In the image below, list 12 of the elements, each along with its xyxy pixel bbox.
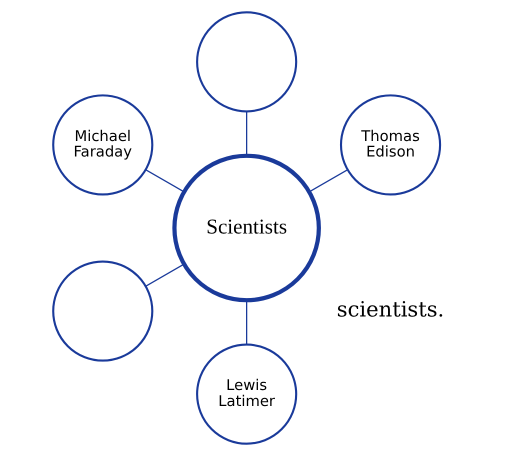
label: scientists. xyxy=(336,296,444,322)
connector xyxy=(246,300,248,344)
node-circle xyxy=(196,11,298,112)
connector xyxy=(146,264,184,287)
connector xyxy=(309,169,348,192)
node-circle: Thomas Edison xyxy=(340,94,442,196)
node-circle: Scientists xyxy=(172,154,321,302)
node-circle: Lewis Latimer xyxy=(196,344,298,445)
connector xyxy=(146,169,184,192)
node-circle xyxy=(52,260,154,362)
node-circle: Michael Faraday xyxy=(52,94,154,196)
connector xyxy=(246,112,248,156)
